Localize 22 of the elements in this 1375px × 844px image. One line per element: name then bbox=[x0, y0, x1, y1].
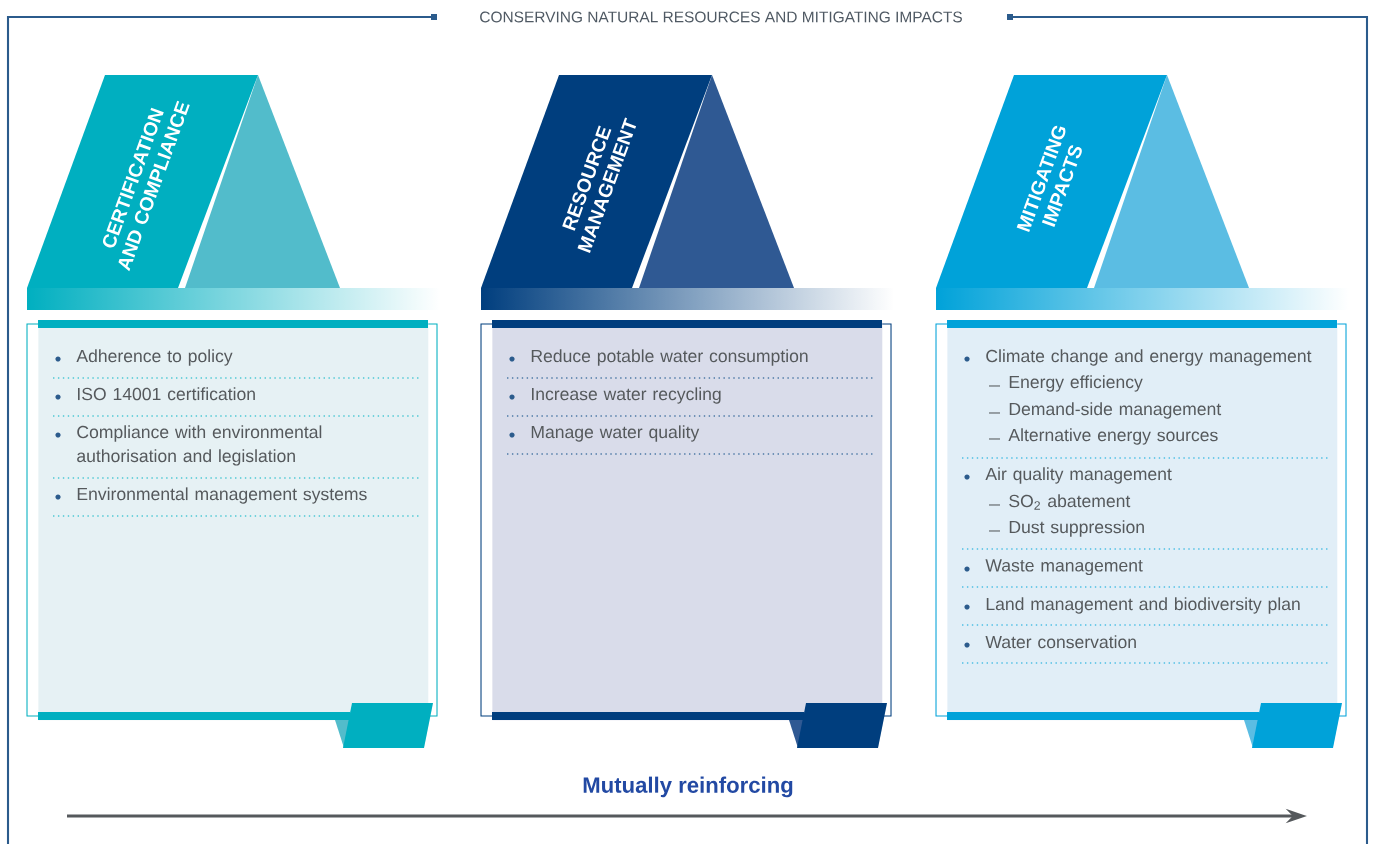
list-box bbox=[480, 320, 892, 748]
list-item: Waste management bbox=[985, 559, 1143, 576]
list-item: Alternative energy sources bbox=[1008, 428, 1218, 445]
list-item: Compliance with environmental authorisation and legislation bbox=[77, 425, 322, 466]
list-item: ISO 14001 certification bbox=[78, 387, 255, 401]
list-box bbox=[935, 320, 1347, 748]
list-item: Adherence to policy bbox=[76, 349, 233, 366]
heading: CONSERVING NATURAL RESOURCES AND MITIGATING IMPACTS bbox=[480, 11, 962, 23]
list-item: SO$_{2}$ abatement bbox=[1009, 494, 1131, 510]
list-item: Energy efficiency bbox=[1009, 375, 1143, 392]
list-item: Air quality management bbox=[985, 467, 1172, 484]
list-item: Land management and biodiversity plan bbox=[986, 597, 1300, 614]
list-item: Water conservation bbox=[985, 635, 1136, 649]
list-item: Reduce potable water consumption bbox=[531, 349, 808, 366]
list-item: Manage water quality bbox=[531, 425, 700, 442]
list-box bbox=[26, 320, 438, 748]
list-item: Climate change and energy management bbox=[986, 349, 1312, 366]
arrow-caption: Mutually reinforcing bbox=[583, 776, 793, 798]
list-item: Demand-side management bbox=[1009, 402, 1222, 419]
list-item: Dust suppression bbox=[1009, 520, 1144, 537]
list-item: Environmental management systems bbox=[77, 487, 367, 504]
list-item: Increase water recycling bbox=[532, 387, 721, 404]
